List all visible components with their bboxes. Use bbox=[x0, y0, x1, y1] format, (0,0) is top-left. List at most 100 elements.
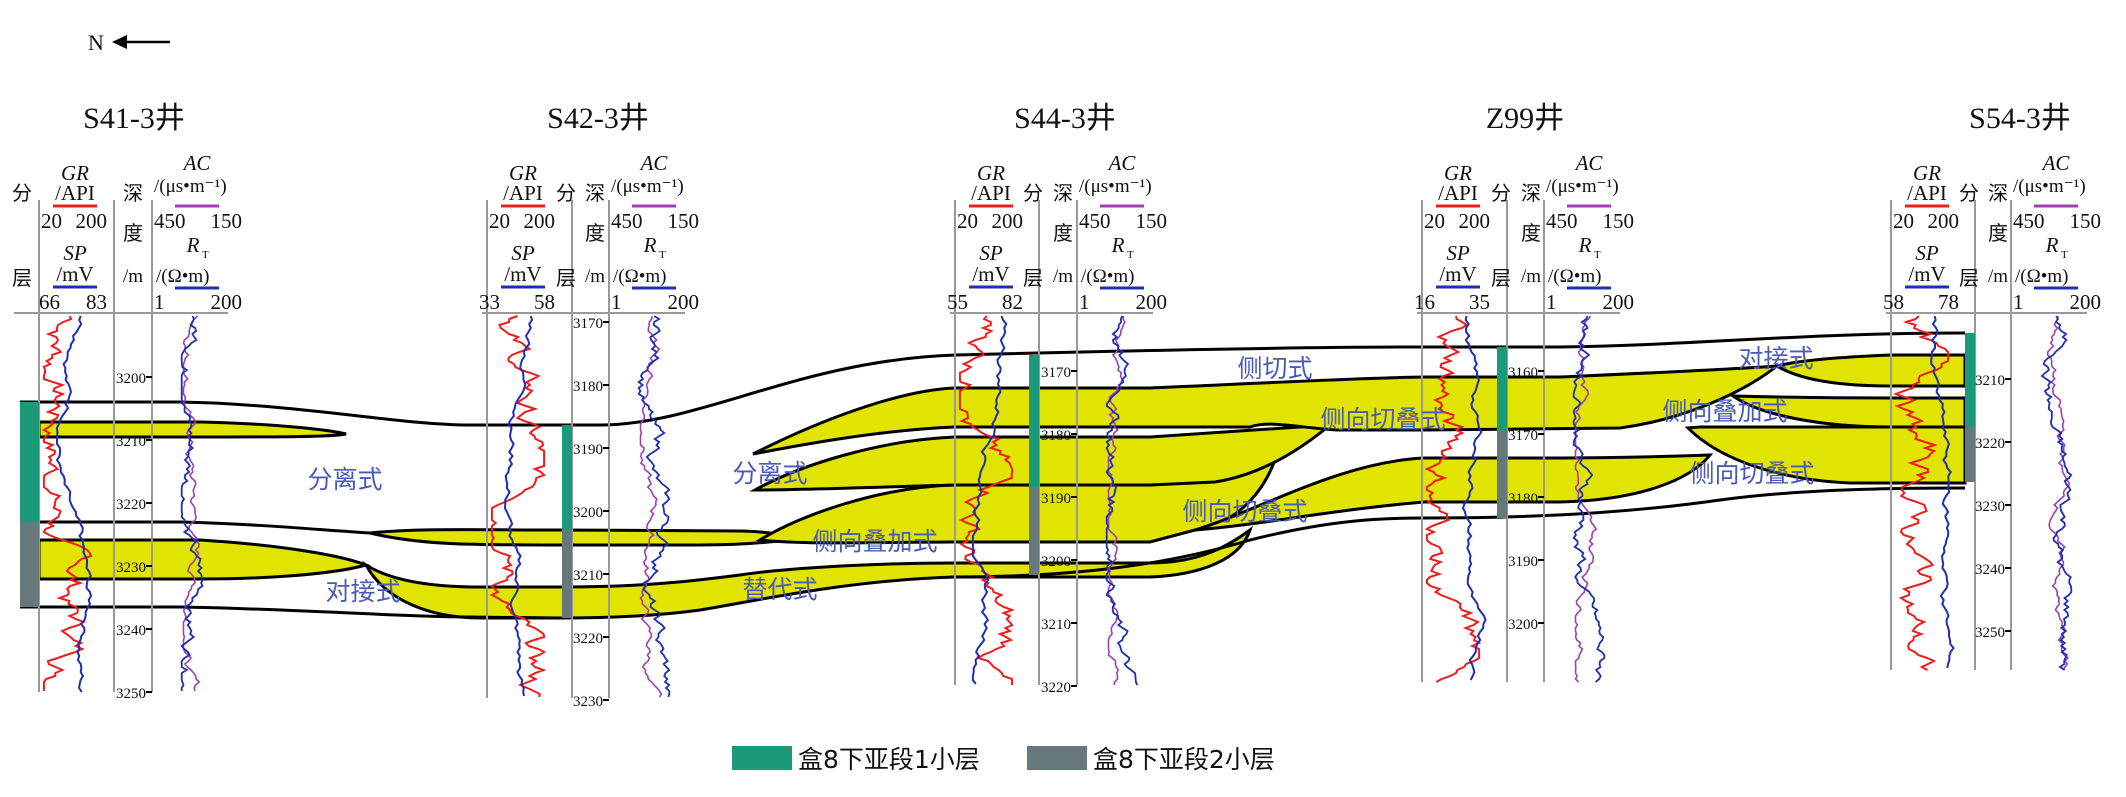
depth-tick-label: 3220 bbox=[116, 497, 146, 513]
contact-type-label: 侧向叠加式 bbox=[812, 527, 937, 556]
sp-max: 83 bbox=[86, 290, 107, 314]
sand-body bbox=[1684, 425, 1967, 485]
depth-tick-label: 3180 bbox=[1041, 428, 1071, 444]
depth-tick-label: 3190 bbox=[573, 442, 603, 458]
contact-type-label: 对接式 bbox=[1738, 344, 1813, 373]
layer-header: 分 bbox=[556, 182, 576, 205]
ac-curve bbox=[639, 315, 663, 698]
contact-type-label: 对接式 bbox=[325, 577, 400, 606]
sp-unit: /mV bbox=[56, 262, 93, 286]
sp-min: 16 bbox=[1414, 290, 1435, 314]
sp-curve bbox=[55, 315, 93, 693]
gr-curve bbox=[489, 315, 547, 698]
rt-unit: /(Ω•m) bbox=[613, 266, 666, 287]
sand-body bbox=[1194, 453, 1714, 532]
well-title: S42-3井 bbox=[547, 102, 649, 135]
ac-unit: /(μs•m⁻¹) bbox=[1079, 176, 1152, 197]
stratum-1-bar bbox=[1029, 355, 1039, 487]
legend-item-stratum-2: 盒8下亚段2小层 bbox=[1027, 740, 1275, 776]
gr-unit: /API bbox=[1438, 181, 1478, 205]
gr-min: 20 bbox=[957, 209, 978, 233]
gr-min: 20 bbox=[41, 209, 62, 233]
contact-type-label: 侧向切叠式 bbox=[1182, 497, 1307, 526]
depth-tick-label: 3220 bbox=[573, 631, 603, 647]
depth-tick-label: 3240 bbox=[116, 623, 146, 639]
rt-unit: /(Ω•m) bbox=[156, 266, 209, 287]
rt-curve bbox=[1105, 315, 1139, 686]
rt-min: 1 bbox=[154, 290, 165, 314]
sp-label: SP bbox=[1446, 241, 1470, 265]
rt-label: R bbox=[1111, 233, 1125, 257]
depth-unit: /m bbox=[1053, 266, 1073, 287]
stratum-2-bar bbox=[1497, 430, 1507, 518]
sp-min: 55 bbox=[947, 290, 968, 314]
gr-min: 20 bbox=[1424, 209, 1445, 233]
stratum-2-swatch bbox=[1027, 746, 1087, 770]
ac-curve bbox=[1107, 315, 1126, 686]
rt-curve bbox=[2040, 315, 2073, 671]
sand-body bbox=[752, 364, 1782, 456]
gr-curve bbox=[958, 315, 1016, 685]
sp-max: 58 bbox=[534, 290, 555, 314]
ac-min: 450 bbox=[2013, 209, 2045, 233]
rt-max: 200 bbox=[1603, 290, 1635, 314]
layer-header: 分 bbox=[12, 182, 32, 205]
gr-curve bbox=[41, 315, 93, 691]
ac-label: AC bbox=[1574, 151, 1604, 175]
stratum-2-bar bbox=[20, 522, 39, 607]
sp-min: 33 bbox=[479, 290, 500, 314]
rt-curve bbox=[637, 315, 671, 698]
gr-min: 20 bbox=[1893, 209, 1914, 233]
gr-unit: /API bbox=[1907, 181, 1947, 205]
stratum-2-bar bbox=[562, 530, 572, 618]
ac-min: 450 bbox=[611, 209, 643, 233]
legend-label: 盒8下亚段1小层 bbox=[798, 745, 980, 774]
rt-min: 1 bbox=[611, 290, 622, 314]
gr-label: GR bbox=[1444, 161, 1472, 185]
contact-type-label: 分离式 bbox=[307, 465, 382, 494]
rt-max: 200 bbox=[668, 290, 700, 314]
rt-curve bbox=[180, 315, 204, 691]
ac-label: AC bbox=[639, 151, 669, 175]
sp-max: 35 bbox=[1469, 290, 1490, 314]
rt-unit: /(Ω•m) bbox=[1081, 266, 1134, 287]
layer-header: 分 bbox=[1959, 182, 1979, 205]
sp-curve bbox=[503, 315, 534, 697]
legend-item-stratum-1: 盒8下亚段1小层 bbox=[732, 740, 980, 776]
depth-tick-label: 3200 bbox=[1041, 554, 1071, 570]
gr-label: GR bbox=[977, 161, 1005, 185]
ac-label: AC bbox=[2041, 151, 2071, 175]
ac-label: AC bbox=[1107, 151, 1137, 175]
well-title: S44-3井 bbox=[1014, 102, 1116, 135]
layer-header: 分 bbox=[1023, 182, 1043, 205]
stratum-1-bar bbox=[1965, 333, 1975, 427]
layer-header: 分 bbox=[1491, 182, 1511, 205]
stratum-1-bar bbox=[20, 402, 39, 522]
gr-curve bbox=[1424, 315, 1482, 683]
depth-unit: /m bbox=[585, 266, 605, 287]
contact-type-label: 分离式 bbox=[732, 459, 807, 488]
depth-tick-label: 3200 bbox=[573, 505, 603, 521]
ac-max: 150 bbox=[668, 209, 700, 233]
depth-tick-label: 3210 bbox=[116, 434, 146, 450]
gr-max: 200 bbox=[992, 209, 1024, 233]
stratum-2-bar bbox=[1965, 427, 1975, 482]
depth-tick-label: 3210 bbox=[1041, 617, 1071, 633]
depth-header: 度 bbox=[1521, 222, 1541, 245]
stratum-2-bar bbox=[1029, 487, 1039, 575]
depth-tick-label: 3170 bbox=[1508, 428, 1538, 444]
depth-unit: /m bbox=[1521, 266, 1541, 287]
rt-label: R bbox=[643, 233, 657, 257]
well-title: S54-3井 bbox=[1969, 102, 2071, 135]
rt-subscript: T bbox=[2061, 249, 2068, 261]
depth-header: 深 bbox=[1988, 182, 2008, 205]
sp-unit: /mV bbox=[972, 262, 1009, 286]
rt-label: R bbox=[2045, 233, 2059, 257]
ac-min: 450 bbox=[1079, 209, 1111, 233]
stratum-1-bar bbox=[1497, 347, 1507, 430]
ac-label: AC bbox=[182, 151, 212, 175]
depth-tick-label: 3250 bbox=[116, 686, 146, 702]
depth-tick-label: 3170 bbox=[573, 316, 603, 332]
ac-max: 150 bbox=[1136, 209, 1168, 233]
sp-max: 78 bbox=[1938, 290, 1959, 314]
